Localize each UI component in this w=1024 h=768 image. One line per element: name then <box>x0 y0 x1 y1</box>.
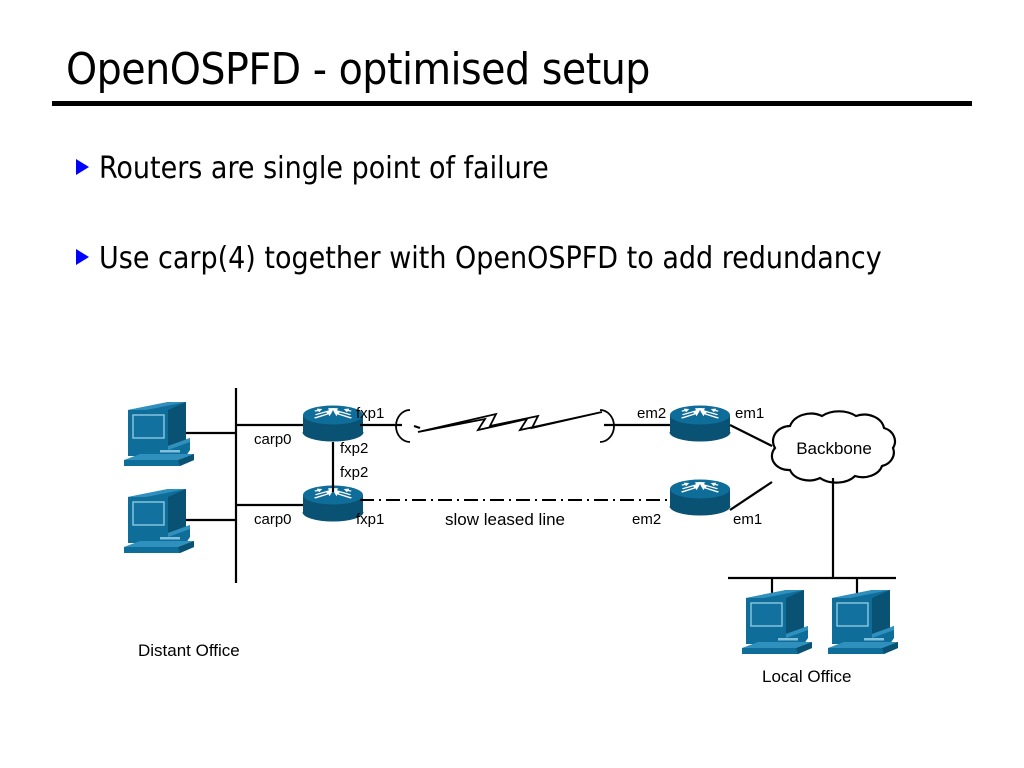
router-distant-top <box>302 405 364 442</box>
distant-office-label: Distant Office <box>138 641 240 660</box>
label-carp0-top: carp0 <box>254 431 292 448</box>
router-local-top <box>669 405 731 442</box>
label-fxp1-bottom: fxp1 <box>356 511 384 528</box>
router-local-bottom <box>669 479 731 516</box>
label-em2-bottom: em2 <box>632 511 661 528</box>
network-diagram: carp0 carp0 fxp2 fxp2 fxp1 fxp1 slow lea… <box>0 370 1024 700</box>
label-em1-bottom: em1 <box>733 511 762 528</box>
local-office-label: Local Office <box>762 667 851 686</box>
label-fxp1-top: fxp1 <box>356 405 384 422</box>
wan-stub-left <box>413 424 421 430</box>
link-router-top-to-cloud <box>729 424 773 447</box>
page-title: OpenOSPFD - optimised setup <box>66 44 650 95</box>
wan-lightning-icon <box>417 411 603 433</box>
workstation-local-left <box>741 589 813 655</box>
link-router-bottom-to-cloud <box>729 481 773 511</box>
label-fxp2-bottom: fxp2 <box>340 464 368 481</box>
title-divider <box>52 101 972 106</box>
backbone-cloud: Backbone <box>770 410 897 484</box>
bullet-triangle-icon <box>76 159 89 175</box>
label-em2-top: em2 <box>637 405 666 422</box>
bullet-item-0: Routers are single point of failure <box>76 150 936 188</box>
workstation-local-right <box>827 589 899 655</box>
workstation-distant-bottom <box>123 488 195 554</box>
wan-arc-left <box>395 409 411 443</box>
label-em1-top: em1 <box>735 405 764 422</box>
bullet-item-0-label: Routers are single point of failure <box>99 151 549 186</box>
workstation-distant-top <box>123 401 195 467</box>
label-fxp2-top: fxp2 <box>340 440 368 457</box>
bullet-item-1-label: Use carp(4) together with OpenOSPFD to a… <box>99 241 882 276</box>
bullet-triangle-icon <box>76 249 89 265</box>
bullet-item-1: Use carp(4) together with OpenOSPFD to a… <box>76 240 916 278</box>
label-slow-leased-line: slow leased line <box>445 510 565 529</box>
label-carp0-bottom: carp0 <box>254 511 292 528</box>
cloud-label: Backbone <box>796 439 872 458</box>
